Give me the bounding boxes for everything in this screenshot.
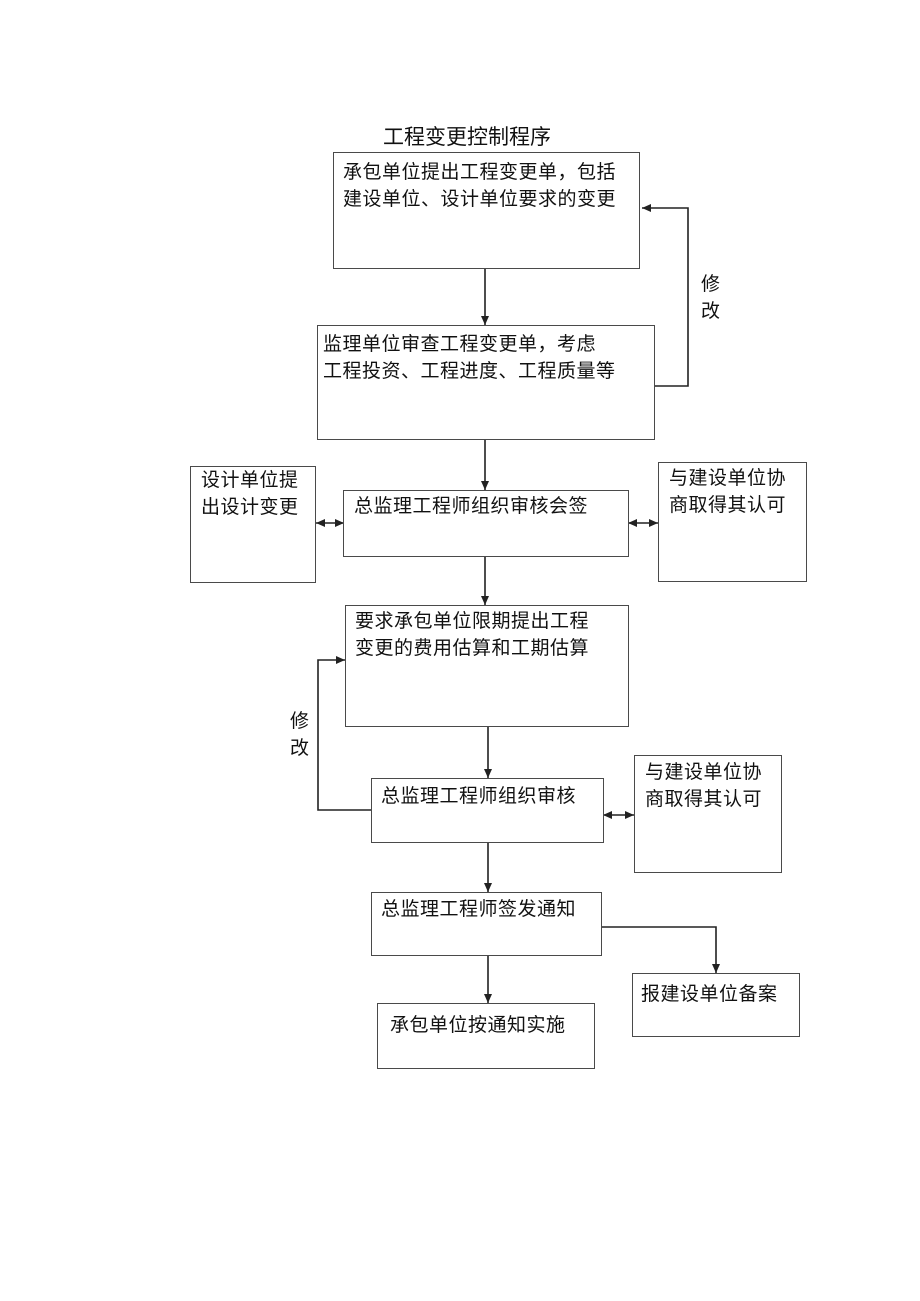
node-n6-label: 总监理工程师签发通知: [381, 898, 577, 920]
node-n3: 总监理工程师组织审核会签: [343, 490, 629, 557]
node-n4: 要求承包单位限期提出工程 变更的费用估算和工期估算: [345, 605, 629, 727]
node-n1-label: 承包单位提出工程变更单，包括 建设单位、设计单位要求的变更: [343, 161, 617, 210]
node-n3-left: 设计单位提 出设计变更: [190, 466, 316, 583]
node-n3-right: 与建设单位协 商取得其认可: [658, 462, 807, 582]
node-n8: 报建设单位备案: [632, 973, 800, 1037]
node-n1: 承包单位提出工程变更单，包括 建设单位、设计单位要求的变更: [333, 152, 640, 269]
node-n6: 总监理工程师签发通知: [371, 892, 602, 956]
node-n2-label: 监理单位审查工程变更单，考虑 工程投资、工程进度、工程质量等: [323, 333, 616, 382]
loop-arrow-lower: [317, 656, 371, 811]
loop-label-lower: 修 改: [290, 710, 310, 759]
node-n2: 监理单位审查工程变更单，考虑 工程投资、工程进度、工程质量等: [317, 325, 655, 440]
node-n3-left-label: 设计单位提 出设计变更: [201, 469, 299, 518]
node-n8-label: 报建设单位备案: [641, 983, 778, 1005]
loop-label-upper: 修 改: [701, 273, 721, 322]
node-n7-label: 承包单位按通知实施: [390, 1014, 566, 1036]
node-n7: 承包单位按通知实施: [377, 1003, 595, 1069]
node-n5-label: 总监理工程师组织审核: [381, 785, 577, 807]
diagram-title: 工程变更控制程序: [383, 125, 551, 149]
node-n3-label: 总监理工程师组织审核会签: [354, 495, 589, 517]
node-n5: 总监理工程师组织审核: [371, 778, 604, 843]
node-n3-right-label: 与建设单位协 商取得其认可: [669, 467, 787, 516]
node-n5-right: 与建设单位协 商取得其认可: [634, 755, 782, 873]
arrow-n6-n8: [602, 926, 720, 973]
node-n4-label: 要求承包单位限期提出工程 变更的费用估算和工期估算: [355, 610, 590, 659]
loop-arrow-upper: [642, 204, 689, 387]
node-n5-right-label: 与建设单位协 商取得其认可: [645, 761, 763, 810]
